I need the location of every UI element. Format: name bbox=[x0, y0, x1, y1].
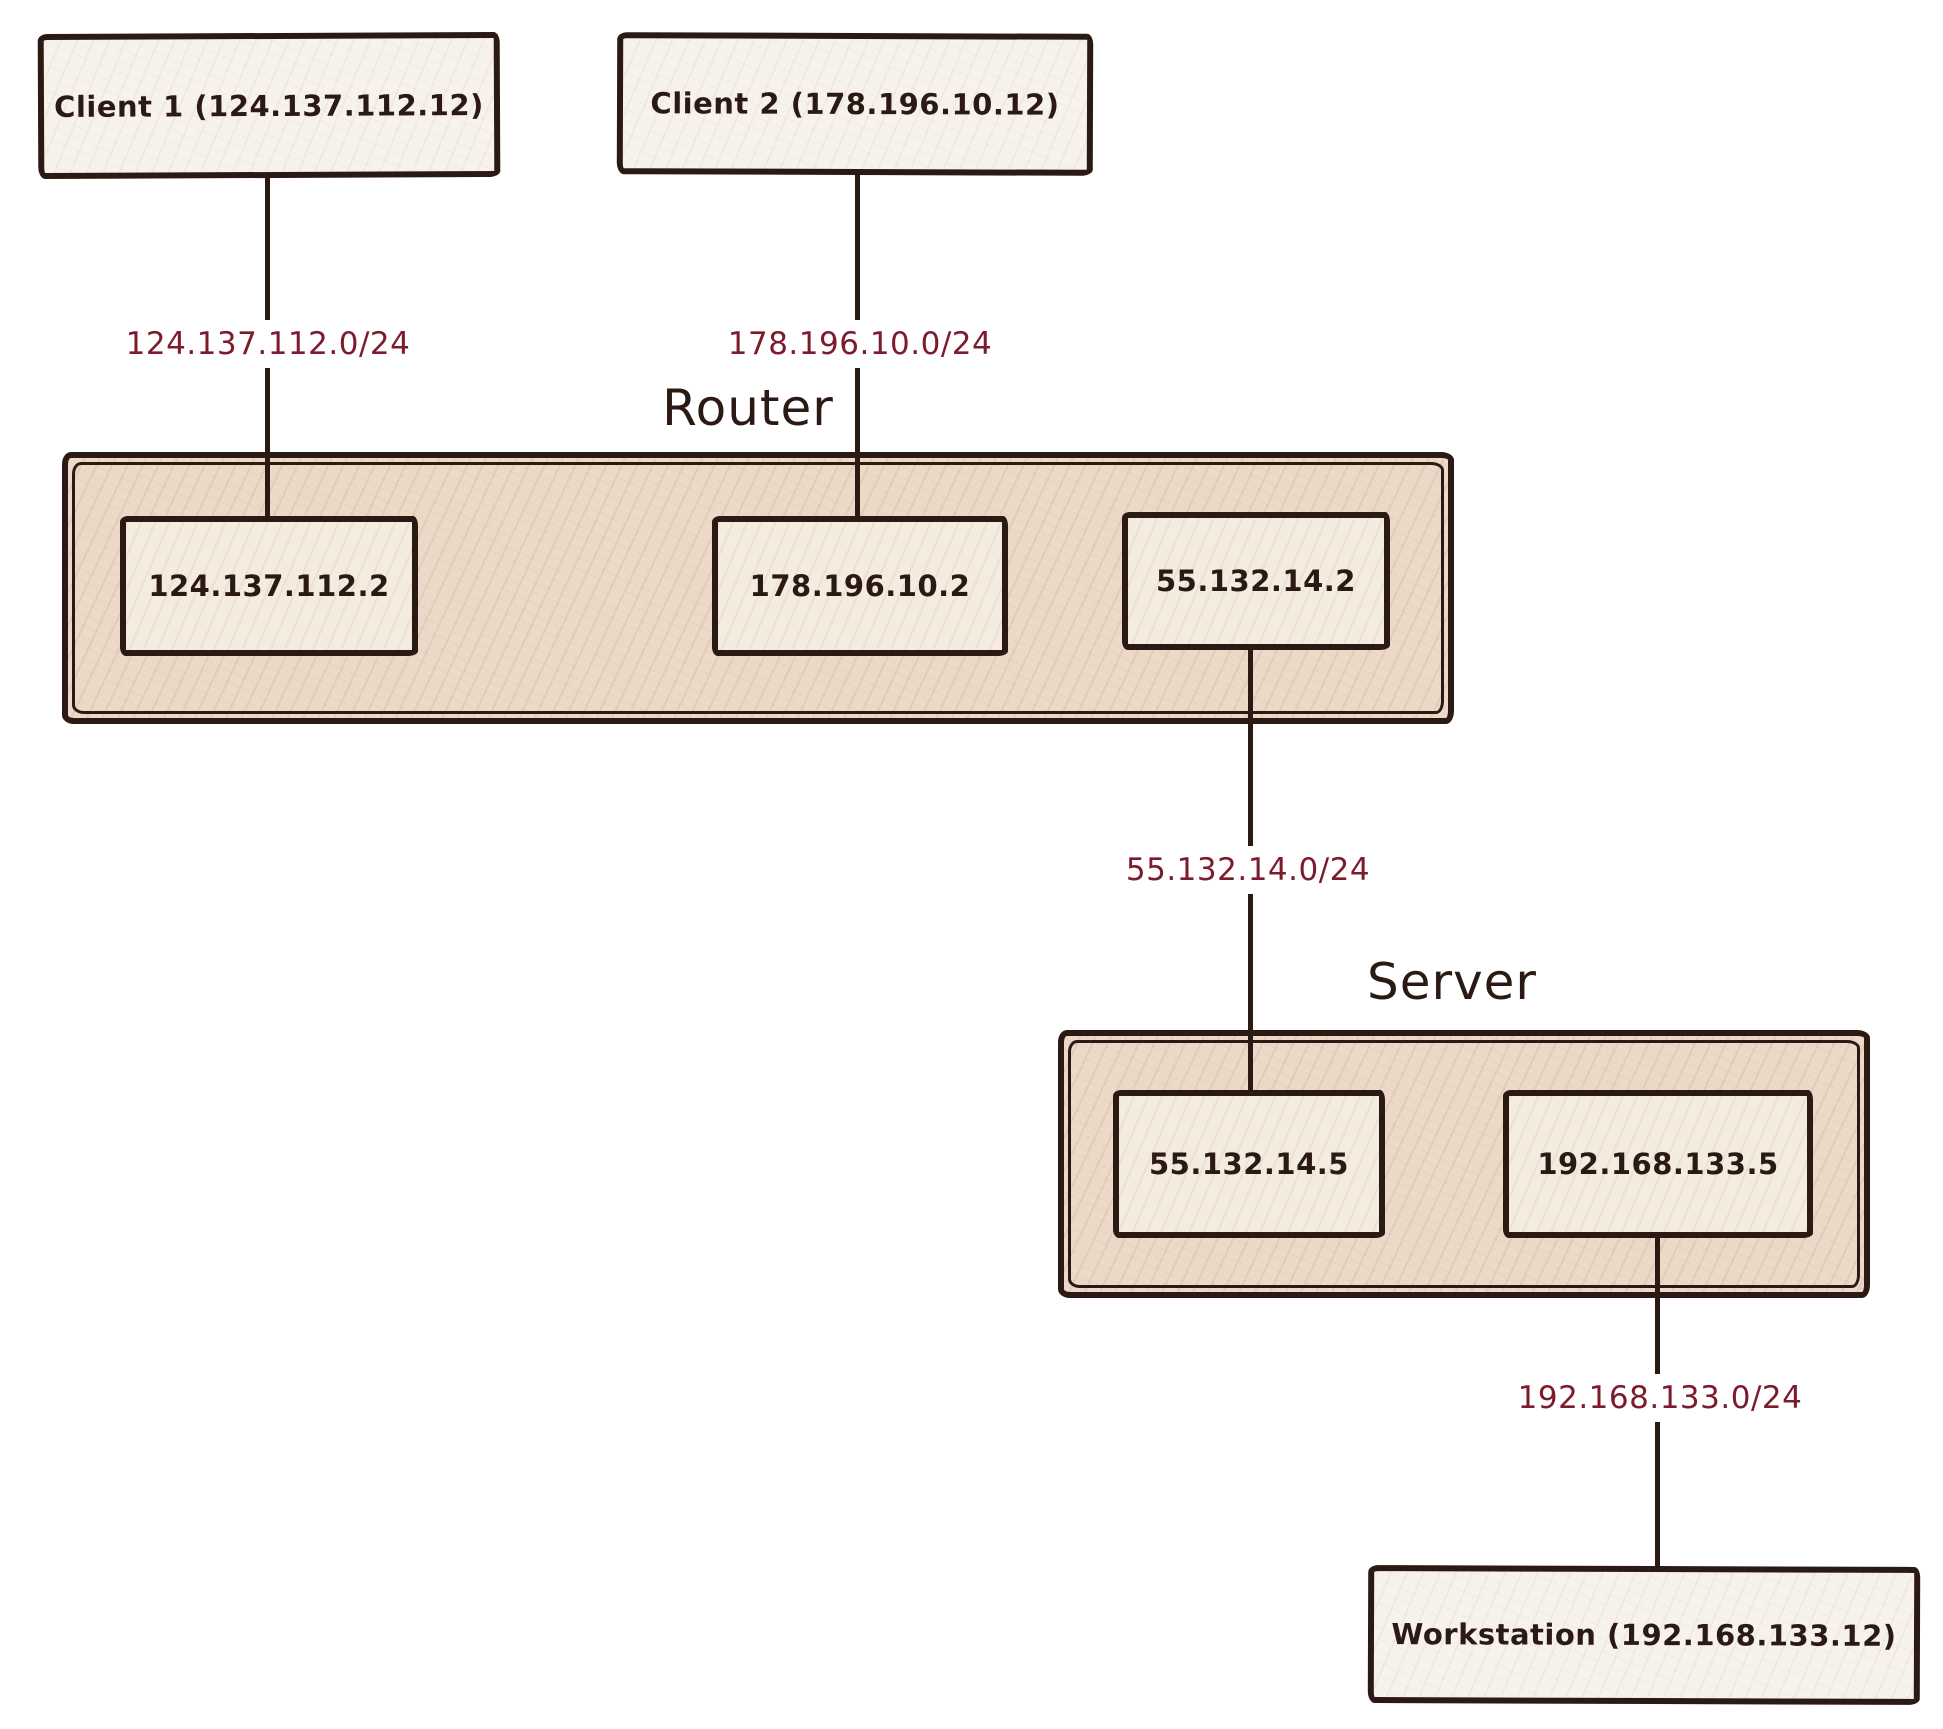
subnet-label-client1: 124.137.112.0/24 bbox=[115, 320, 421, 368]
server-title: Server bbox=[1367, 953, 1537, 1011]
node-client1-label: Client 1 (124.137.112.12) bbox=[54, 87, 484, 124]
subnet-label-client2: 178.196.10.0/24 bbox=[717, 320, 1003, 368]
subnet-label-server-workstation: 192.168.133.0/24 bbox=[1507, 1374, 1813, 1422]
node-client2-label: Client 2 (178.196.10.12) bbox=[650, 86, 1060, 122]
router-interface-2-label: 178.196.10.2 bbox=[749, 569, 971, 603]
node-client2: Client 2 (178.196.10.12) bbox=[616, 32, 1094, 176]
node-workstation-label: Workstation (192.168.133.12) bbox=[1391, 1617, 1897, 1653]
server-interface-2: 192.168.133.5 bbox=[1503, 1090, 1813, 1238]
router-interface-3: 55.132.14.2 bbox=[1122, 512, 1390, 650]
server-interface-2-label: 192.168.133.5 bbox=[1537, 1147, 1779, 1181]
router-title: Router bbox=[662, 379, 834, 437]
node-client1: Client 1 (124.137.112.12) bbox=[37, 31, 501, 180]
router-interface-1-label: 124.137.112.2 bbox=[148, 569, 390, 603]
server-interface-1: 55.132.14.5 bbox=[1113, 1090, 1385, 1238]
node-workstation: Workstation (192.168.133.12) bbox=[1367, 1565, 1921, 1705]
router-interface-3-label: 55.132.14.2 bbox=[1156, 564, 1356, 598]
router-interface-1: 124.137.112.2 bbox=[120, 516, 418, 656]
subnet-label-router-server: 55.132.14.0/24 bbox=[1115, 846, 1381, 894]
router-interface-2: 178.196.10.2 bbox=[712, 516, 1008, 656]
server-interface-1-label: 55.132.14.5 bbox=[1149, 1147, 1349, 1181]
